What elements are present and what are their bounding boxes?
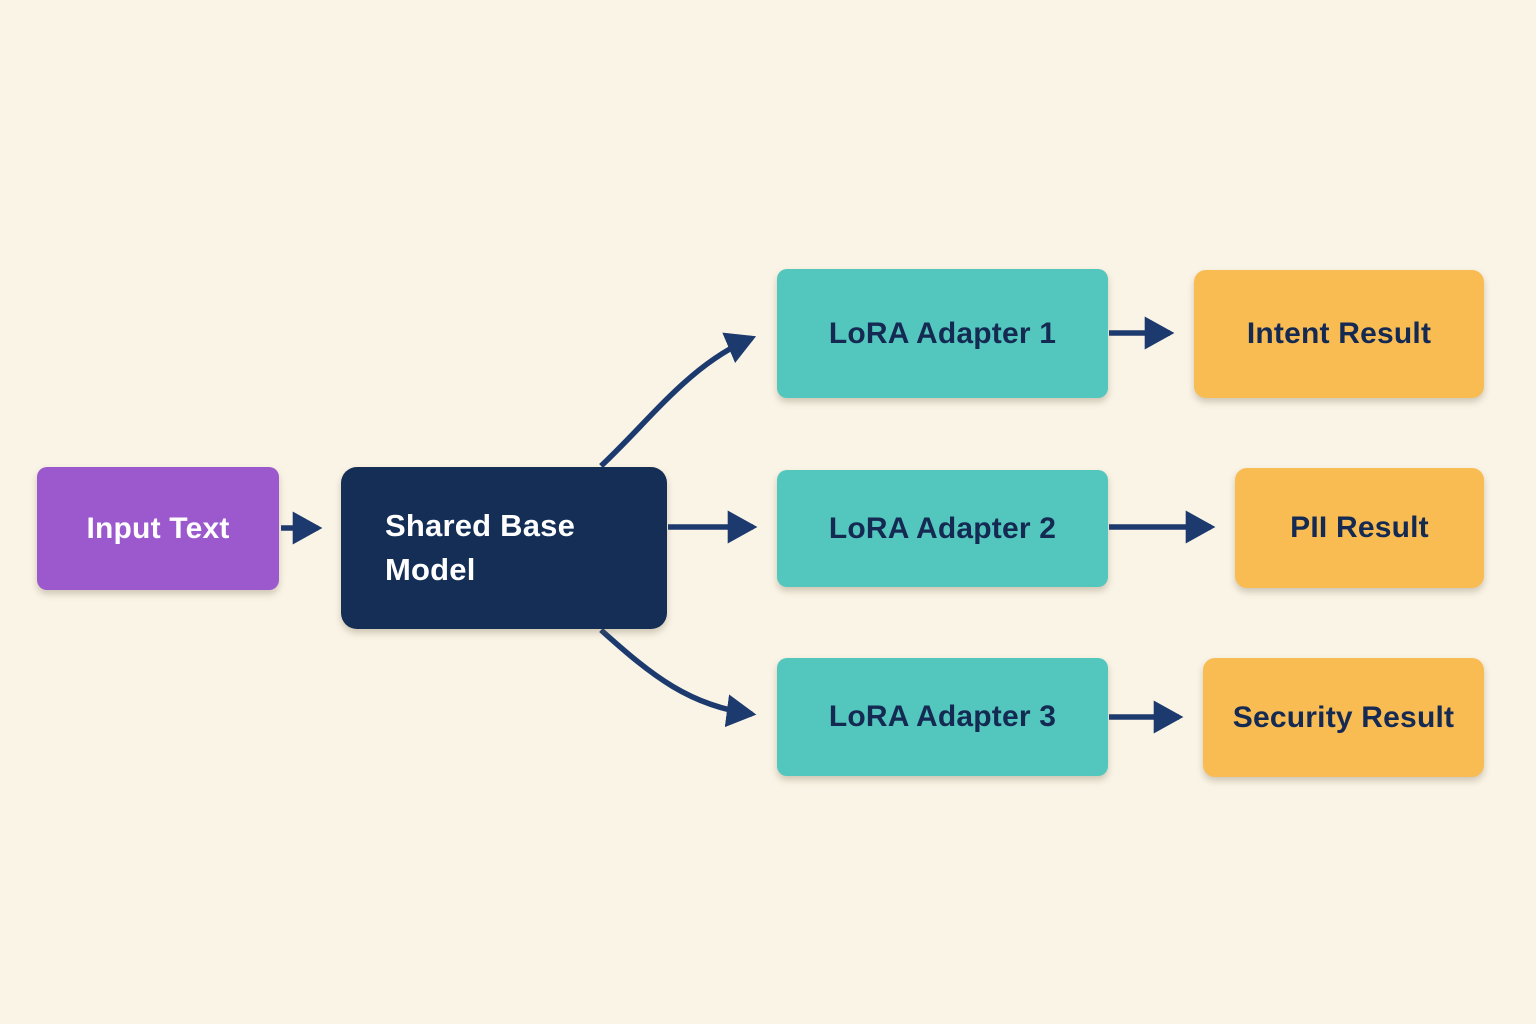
node-input-text: Input Text bbox=[37, 467, 279, 590]
edge-base-to-adapter1 bbox=[599, 332, 757, 469]
node-label: LoRA Adapter 1 bbox=[828, 316, 1057, 350]
node-label: Security Result bbox=[1232, 700, 1455, 734]
node-intent-result: Intent Result bbox=[1194, 270, 1484, 398]
node-label: Shared Base Model bbox=[385, 507, 576, 587]
node-lora-adapter-1: LoRA Adapter 1 bbox=[777, 269, 1108, 398]
node-label: Input Text bbox=[86, 511, 230, 545]
node-lora-adapter-2: LoRA Adapter 2 bbox=[777, 470, 1108, 587]
node-security-result: Security Result bbox=[1203, 658, 1484, 777]
edge-base-to-adapter3 bbox=[599, 627, 757, 728]
node-pii-result: PII Result bbox=[1235, 468, 1484, 588]
node-label: LoRA Adapter 2 bbox=[828, 511, 1057, 545]
node-label: PII Result bbox=[1290, 511, 1429, 544]
node-label: Intent Result bbox=[1246, 317, 1432, 350]
node-lora-adapter-3: LoRA Adapter 3 bbox=[777, 658, 1108, 776]
node-label: LoRA Adapter 3 bbox=[828, 700, 1057, 733]
node-shared-base-model: Shared Base Model bbox=[341, 467, 667, 629]
